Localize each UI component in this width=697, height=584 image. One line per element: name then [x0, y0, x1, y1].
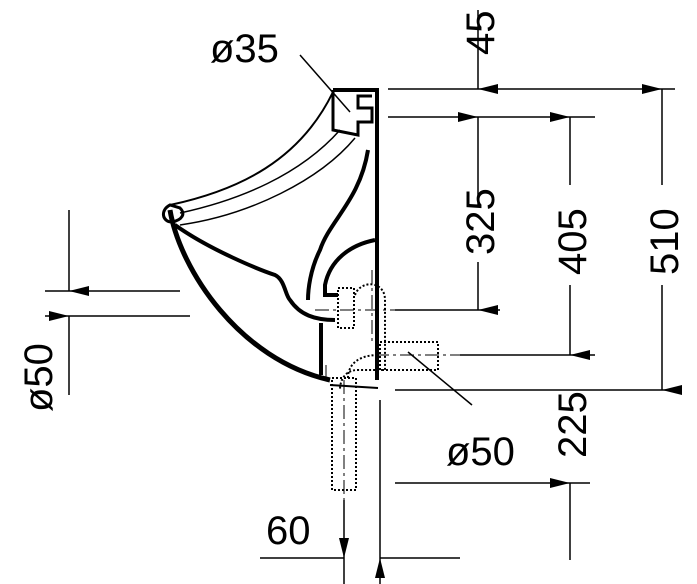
dimension-lines [49, 10, 682, 578]
centerlines [315, 270, 460, 584]
top-offset-label: 45 [459, 11, 503, 56]
outlet-to-floor-label: 225 [551, 391, 595, 458]
extension-lines [45, 88, 675, 584]
inlet-diameter-label: ø35 [210, 27, 279, 71]
outlet-diameter-side-label: ø50 [17, 343, 61, 412]
inlet-to-outlet-label: 325 [459, 188, 503, 255]
wall-offset-label: 60 [266, 509, 311, 553]
trap-and-drain-pipe [331, 283, 439, 491]
top-to-outlet-label: 405 [551, 208, 595, 275]
urinal-body [162, 88, 379, 389]
total-height-label: 510 [643, 208, 687, 275]
outlet-diameter-rear-label: ø50 [446, 430, 515, 474]
